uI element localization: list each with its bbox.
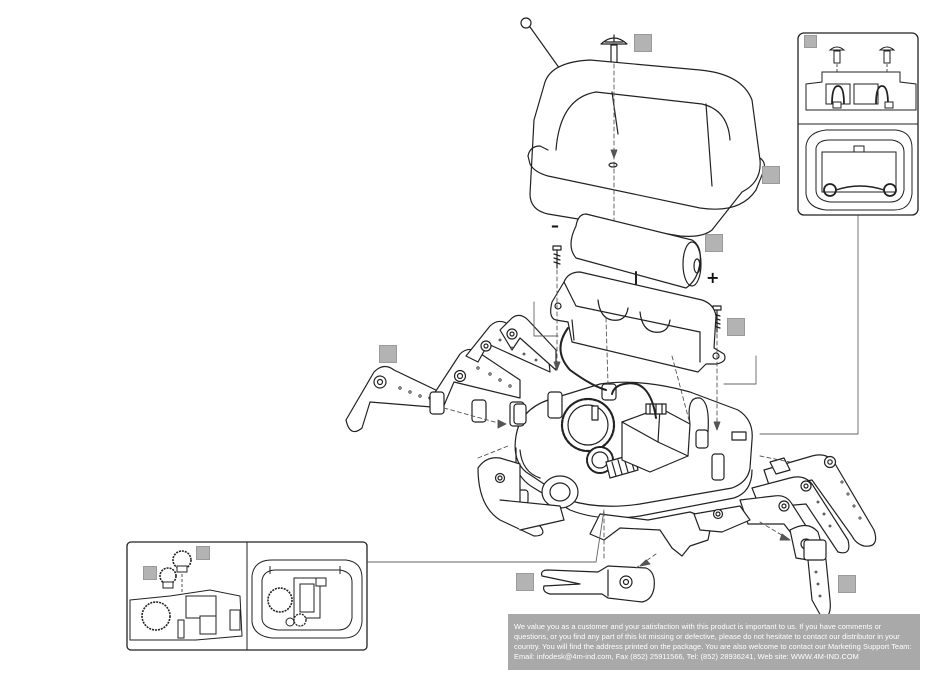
detail-inset-top-right <box>797 32 919 216</box>
guide-arrowheads <box>497 149 791 567</box>
cover-shell-part <box>527 59 766 237</box>
step-marker <box>143 566 157 580</box>
front-legs <box>589 505 751 557</box>
motor-part <box>621 403 691 473</box>
battery-screw-left <box>552 245 562 269</box>
battery-negative-symbol: – <box>551 216 559 235</box>
inset-screw-right <box>878 46 896 64</box>
inset-screw-left <box>828 46 846 64</box>
step-marker <box>705 234 723 252</box>
battery-box-part <box>550 271 726 373</box>
left-legs <box>345 314 565 537</box>
step-marker <box>196 546 210 560</box>
battery-wires <box>559 327 709 433</box>
top-screw-part <box>600 34 628 64</box>
leader-lines <box>367 215 859 563</box>
lever-part <box>541 565 655 603</box>
step-marker <box>379 345 397 363</box>
gear-train <box>560 397 639 479</box>
battery-part <box>570 213 702 307</box>
step-marker <box>516 573 534 591</box>
assembly-guides <box>443 63 791 569</box>
step-marker <box>727 318 745 336</box>
battery-positive-symbol: + <box>706 268 720 287</box>
step-marker <box>838 575 856 593</box>
customer-support-notice: We value you as a customer and your sati… <box>508 614 920 670</box>
detail-inset-bottom-left <box>126 541 368 651</box>
step-marker <box>762 166 780 184</box>
step-marker <box>804 35 817 48</box>
notice-text: We value you as a customer and your sati… <box>514 622 912 661</box>
right-legs <box>739 454 877 619</box>
step-marker <box>634 34 652 52</box>
